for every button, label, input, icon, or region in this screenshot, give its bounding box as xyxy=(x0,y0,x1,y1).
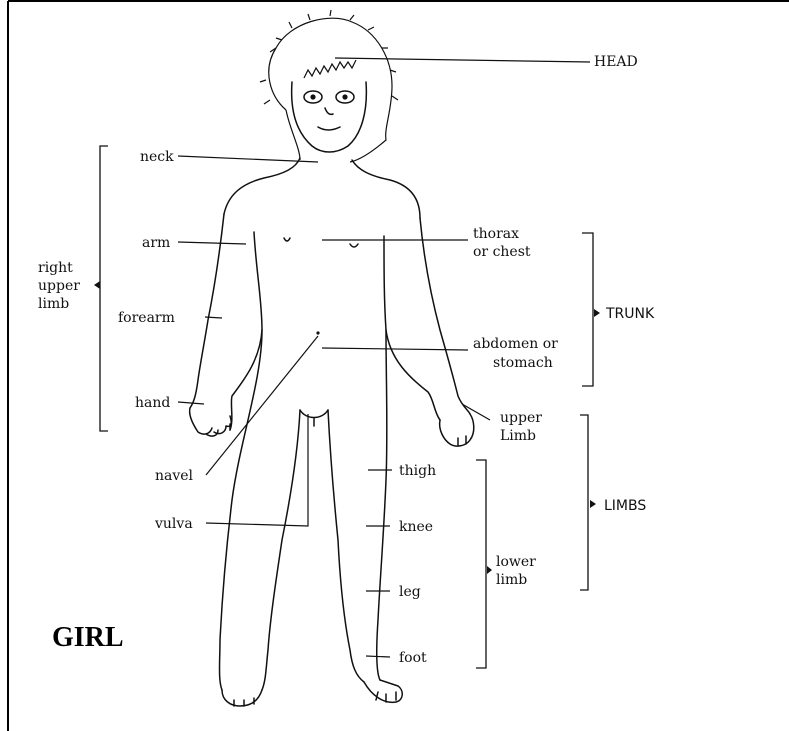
label-thigh: thigh xyxy=(399,463,436,479)
right-pupil xyxy=(342,94,347,99)
right-arm-inner xyxy=(230,232,262,430)
lower-limb-pointer xyxy=(487,566,492,574)
right-upper-limb-bracket xyxy=(100,146,108,431)
trunk-pointer xyxy=(594,309,600,317)
neck-leader xyxy=(178,156,318,162)
label-lower-line-1: lower xyxy=(496,554,536,570)
group-trunk: TRUNK xyxy=(605,306,655,322)
label-knee: knee xyxy=(399,519,433,535)
label-leg: leg xyxy=(399,584,421,600)
left-shoulder xyxy=(224,158,300,214)
navel-mark xyxy=(316,331,319,334)
hair-strands xyxy=(260,10,398,104)
left-nipple xyxy=(284,238,290,241)
limbs-pointer xyxy=(590,500,596,508)
right-upper-limb-pointer xyxy=(94,281,100,289)
label-right-line-2: upper xyxy=(38,278,80,294)
label-upper-limb-line-1: upper xyxy=(500,410,542,426)
label-hand: hand xyxy=(135,395,170,411)
label-abdomen-line-2: stomach xyxy=(493,355,553,371)
forearm-leader xyxy=(205,317,222,318)
mouth xyxy=(318,127,340,130)
nose xyxy=(325,108,333,114)
trunk-bracket xyxy=(582,233,593,386)
arm-leader xyxy=(178,242,246,244)
label-abdomen-line-1: abdomen or xyxy=(473,336,558,352)
label-vulva: vulva xyxy=(154,516,193,532)
label-foot: foot xyxy=(399,650,427,666)
label-navel: navel xyxy=(155,468,194,484)
foot-leader xyxy=(366,656,390,657)
label-upper-limb-line-2: Limb xyxy=(500,428,536,444)
lower-limb-bracket xyxy=(476,460,486,668)
diagram-title: GIRL xyxy=(52,622,124,653)
label-head: HEAD xyxy=(594,54,638,70)
navel-leader xyxy=(206,336,318,475)
label-right-line-3: limb xyxy=(38,296,69,312)
upper-limb-leader xyxy=(462,404,490,420)
right-foot xyxy=(222,690,262,706)
hand-leader xyxy=(178,402,204,404)
right-leg-inner xyxy=(262,410,300,690)
girl-figure xyxy=(190,10,474,706)
labels: HEAD neck arm forearm hand right upper l… xyxy=(38,54,655,666)
label-right-line-1: right xyxy=(38,260,73,276)
group-limbs: LIMBS xyxy=(604,498,646,514)
label-forearm: forearm xyxy=(118,310,175,326)
label-thorax-line-1: thorax xyxy=(473,226,519,242)
groin xyxy=(300,410,328,426)
hair xyxy=(269,18,392,162)
head-leader xyxy=(335,58,590,62)
left-arm-outer xyxy=(420,218,470,414)
left-leg-inner xyxy=(328,410,364,682)
face-outline xyxy=(292,82,367,152)
label-thorax-line-2: or chest xyxy=(473,244,531,260)
right-shoulder xyxy=(352,160,420,218)
right-hand xyxy=(190,408,232,436)
right-nipple xyxy=(350,244,358,247)
vulva-leader xyxy=(206,414,308,526)
left-hand xyxy=(440,414,474,446)
limbs-bracket xyxy=(580,415,588,590)
label-lower-line-2: limb xyxy=(496,572,527,588)
left-arm-inner xyxy=(384,236,440,420)
left-pupil xyxy=(310,94,315,99)
label-arm: arm xyxy=(142,235,170,251)
left-foot xyxy=(364,680,402,702)
label-neck: neck xyxy=(140,149,174,165)
left-leg-outer xyxy=(377,330,387,680)
